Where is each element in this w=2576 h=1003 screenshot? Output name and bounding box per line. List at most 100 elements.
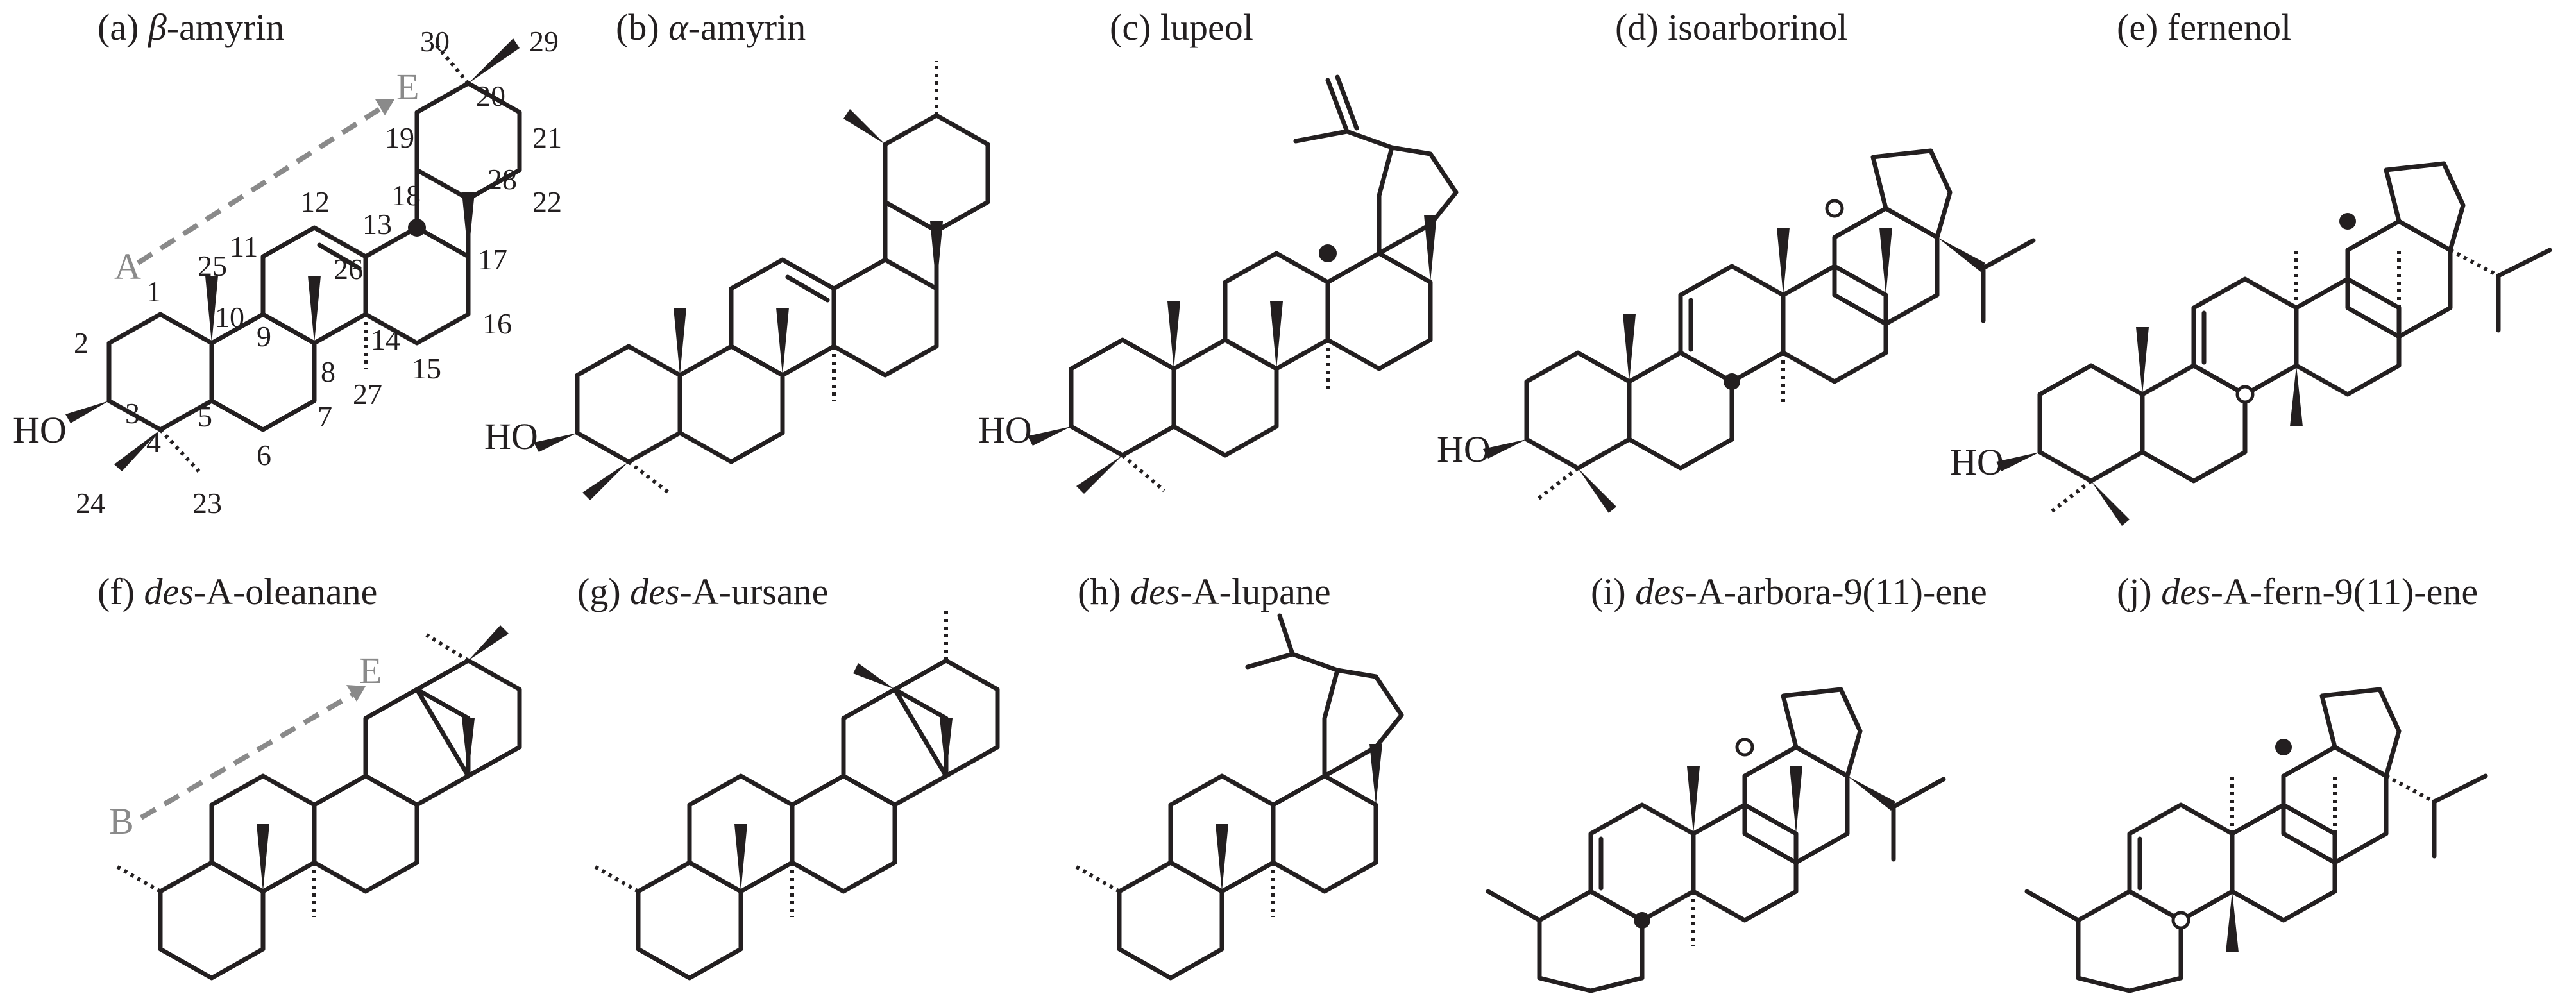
caption-a: (a) β-amyrin xyxy=(97,6,284,48)
carbon-30: 30 xyxy=(420,25,450,58)
hydroxyl-label-fernenol: HO xyxy=(1950,441,2004,483)
hydroxyl-label-alpha: HO xyxy=(484,416,538,457)
stereocenter-open-fernenol xyxy=(2235,385,2255,404)
isopropyl-des-arboraene-1 xyxy=(1891,777,1946,809)
methyl-wedge-17-alpha xyxy=(930,221,943,289)
ring-a-isoarborinol xyxy=(1524,350,1632,471)
methyl-wedge-19-alpha xyxy=(843,109,885,144)
methyl-wedge-des-ursane-10 xyxy=(734,824,747,891)
methyl-wedge-4b-isoarborinol xyxy=(1578,468,1616,513)
methyl-wedge-des-oleanane-20 xyxy=(468,625,509,661)
methyl-wedge-17-lupeol xyxy=(1424,215,1437,282)
methyl-26-wedge xyxy=(308,276,321,343)
caption-b: (b) α-amyrin xyxy=(616,6,806,48)
methyl-wedge-4b-fernenol xyxy=(2091,481,2130,526)
methyl-wedge-des-arboraene-17 xyxy=(1790,766,1802,834)
methyl-wedge-des-lupane-17 xyxy=(1369,744,1382,805)
methyl-24-wedge xyxy=(114,430,160,471)
stereocenter-dot-des-fernene xyxy=(2275,739,2292,755)
stereocenter-dot-isoarborinol xyxy=(1724,373,1740,390)
ring-b-to-e-arrow xyxy=(139,690,358,820)
methyl-hash-des-oleanane-left xyxy=(114,864,162,893)
ring-f-isoarborinol xyxy=(1870,148,1953,240)
ring-e-des-lupane xyxy=(1322,668,1404,779)
carbon-numbering: 1 2 3 4 5 6 7 8 9 10 11 12 13 14 15 16 1… xyxy=(74,25,562,519)
structure-des-a-fernene xyxy=(2024,687,2488,993)
methyl-29-wedge xyxy=(468,38,520,83)
ring-f-fernenol xyxy=(2384,161,2466,253)
ring-b-lupeol xyxy=(1171,337,1279,458)
carbon-17: 17 xyxy=(478,243,507,276)
carbon-8: 8 xyxy=(321,355,335,388)
ring-f-des-arboraene xyxy=(1781,687,1863,779)
ring-f-des-oleanane xyxy=(414,658,522,779)
methyl-des-arboraene-left xyxy=(1486,889,1542,923)
methyl-hash-4-lupeol xyxy=(1121,453,1165,493)
ring-d-des-lupane xyxy=(1271,773,1378,894)
methyl-wedge-des-fernene-14 xyxy=(2226,891,2239,952)
hydroxyl-label-isoarborinol: HO xyxy=(1437,428,1491,470)
ring-f-des-ursane xyxy=(892,658,1000,779)
ring-a-to-e-arrow xyxy=(136,103,387,266)
carbon-28: 28 xyxy=(487,163,517,196)
oh-wedge xyxy=(65,401,109,423)
ring-d-des-oleanane xyxy=(312,773,419,894)
methyl-wedge-des-oleanane-10 xyxy=(257,824,269,891)
caption-e: (e) fernenol xyxy=(2117,6,2291,48)
isopropyl-des-lupane-1 xyxy=(1245,652,1295,670)
ring-b-isoarborinol xyxy=(1627,350,1734,471)
carbon-21: 21 xyxy=(532,121,562,154)
stereocenter-dot-fernenol xyxy=(2339,213,2356,230)
ring-f-des-fernene xyxy=(2319,687,2402,779)
structure-beta-amyrin: HO A E 1 2 3 4 5 6 7 8 9 10 11 12 13 14 … xyxy=(13,25,562,519)
methyl-wedge-des-lupane-10 xyxy=(1216,824,1228,891)
methyl-wedge-des-ursane-19 xyxy=(853,663,895,689)
stereocenter-open-des-arboraene xyxy=(1735,738,1754,757)
carbon-4: 4 xyxy=(146,426,161,459)
methyl-hash-4-alpha xyxy=(627,460,672,496)
caption-f: (f) des-A-oleanane xyxy=(97,571,377,612)
methyl-hash-4a-isoarborinol xyxy=(1535,466,1579,502)
carbon-1: 1 xyxy=(146,275,161,308)
carbon-11: 11 xyxy=(230,230,258,263)
carbon-7: 7 xyxy=(318,400,332,433)
ring-d-lupeol xyxy=(1325,251,1433,371)
ring-c-isoarborinol xyxy=(1678,264,1786,384)
ring-c-fernenol xyxy=(2191,276,2299,397)
carbon-20: 20 xyxy=(476,80,505,112)
carbon-27: 27 xyxy=(353,378,382,410)
double-bond-12-13 xyxy=(317,242,362,271)
carbon-15: 15 xyxy=(412,352,441,385)
carbon-29: 29 xyxy=(529,25,559,58)
carbon-5: 5 xyxy=(198,400,212,433)
structure-des-a-lupane xyxy=(1073,613,1404,981)
carbon-2: 2 xyxy=(74,326,89,359)
hydroxyl-label: HO xyxy=(13,409,67,451)
ring-a-lupeol xyxy=(1069,337,1176,458)
stereocenter-open-des-fernene xyxy=(2171,911,2190,930)
isopropenyl-double-2 xyxy=(1335,74,1359,131)
ring-c-des-arboraene xyxy=(1588,802,1696,923)
caption-d: (d) isoarborinol xyxy=(1615,6,1847,48)
structure-isoarborinol: HO xyxy=(1437,148,2036,513)
methyl-hash-des-lupane-left xyxy=(1073,864,1121,893)
carbon-23: 23 xyxy=(192,487,222,519)
structure-des-a-ursane xyxy=(592,609,1000,981)
carbon-22: 22 xyxy=(532,185,562,218)
structure-fernenol: HO xyxy=(1950,161,2552,526)
caption-c: (c) lupeol xyxy=(1110,6,1253,48)
ring-e-marker-f: E xyxy=(359,650,382,691)
ring-a-to-e-arrowhead xyxy=(375,99,394,115)
stereocenter-open-isoarborinol xyxy=(1825,199,1844,218)
structure-des-a-arboraene xyxy=(1486,687,1946,993)
isopropyl-hash-des-fernene xyxy=(2385,774,2436,804)
methyl-des-fernene-left xyxy=(2024,889,2081,923)
methyl-wedge-13-isoarborinol xyxy=(1777,228,1790,295)
ring-b-fernenol xyxy=(2140,363,2248,484)
isopropyl-hash-fernenol xyxy=(2449,248,2500,278)
ring-b-to-e-arrowhead xyxy=(346,685,366,702)
ring-e-lupeol xyxy=(1377,145,1459,256)
methyl-wedge-8-lupeol xyxy=(1270,301,1283,369)
oh-wedge-fernenol xyxy=(1996,452,2040,471)
panel-captions: (a) β-amyrin (b) α-amyrin (c) lupeol (d)… xyxy=(97,6,2478,612)
